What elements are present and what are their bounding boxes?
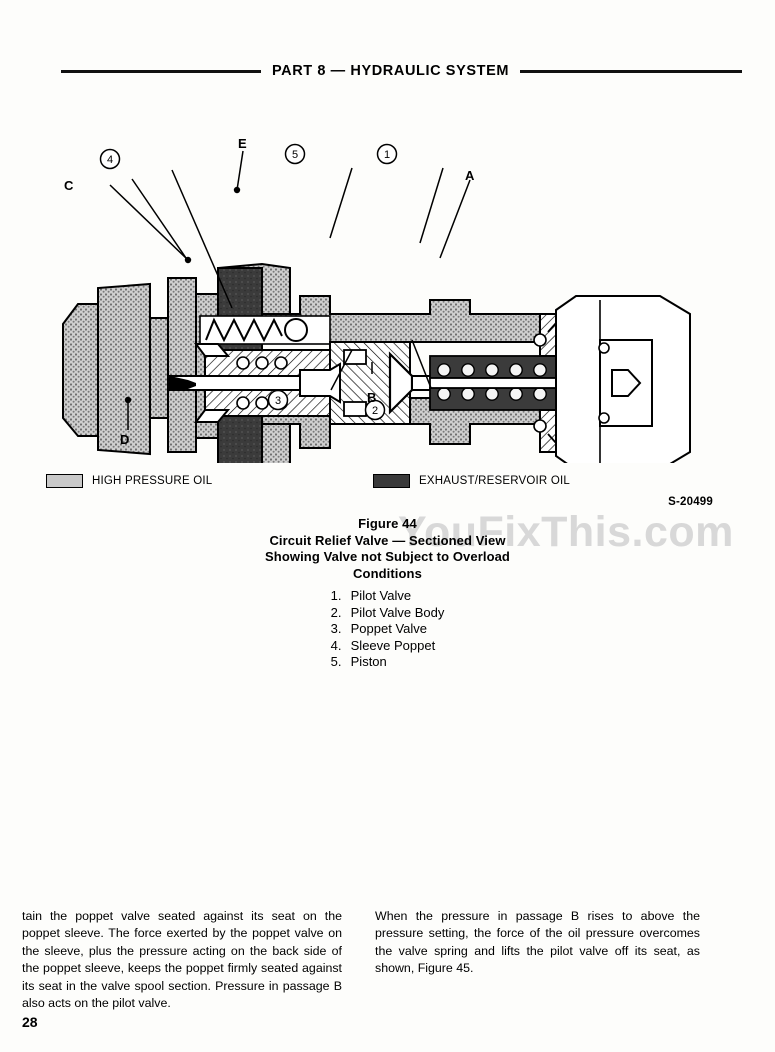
caption-line-1: Figure 44 [358, 516, 417, 531]
callout-1-text: 1 [384, 149, 390, 161]
page-title: PART 8 — HYDRAULIC SYSTEM [271, 62, 510, 79]
part-number: 4. [330, 637, 342, 653]
callout-circle-2: 2 [364, 399, 386, 421]
callout-a-text: A [465, 168, 475, 183]
exhaust-oil-label: EXHAUST/RESERVOIR OIL [419, 475, 570, 487]
callout-circle-4: 4 [99, 148, 121, 170]
high-pressure-oil-label: HIGH PRESSURE OIL [92, 475, 213, 487]
caption-line-2: Circuit Relief Valve — Sectioned View [269, 532, 506, 548]
caption-line-4: Conditions [353, 565, 422, 581]
callout-5-text: 5 [292, 149, 298, 161]
callout-circle-1: 1 [376, 143, 398, 165]
callout-2-text: 2 [372, 405, 378, 417]
list-item: 4. Sleeve Poppet [331, 638, 445, 655]
adjuster-cap [533, 295, 691, 463]
part-label: Pilot Valve [350, 588, 412, 603]
header-rule-right [520, 69, 743, 73]
sectioned-metal [169, 341, 471, 425]
upper-spring-chamber [199, 315, 331, 345]
part-label: Pilot Valve Body [350, 604, 445, 620]
header-rule-left [60, 69, 261, 73]
callout-circles: 4 5 1 3 2 [99, 143, 398, 421]
callout-b-text: B [367, 390, 376, 405]
page-number: 28 [22, 1014, 38, 1030]
figure-code: S-20499 [668, 496, 713, 508]
page-header: PART 8 — HYDRAULIC SYSTEM [0, 58, 775, 84]
body-column-right: When the pressure in passage B rises to … [375, 908, 700, 1012]
high-pressure-oil-swatch [46, 474, 83, 488]
figure-legend: HIGH PRESSURE OIL EXHAUST/RESERVOIR OIL [0, 470, 775, 492]
callout-4-text: 4 [107, 154, 113, 166]
legend-item-high-pressure: HIGH PRESSURE OIL [46, 470, 212, 492]
figure-caption: Figure 44 Circuit Relief Valve — Section… [0, 516, 775, 582]
callout-3-text: 3 [275, 395, 281, 407]
figure-parts-list: 1. Pilot Valve 2. Pilot Valve Body 3. Po… [0, 588, 775, 671]
list-item: 2. Pilot Valve Body [331, 605, 445, 622]
figure-illustration: 4 5 1 3 2 [0, 118, 775, 463]
exhaust-oil-swatch [373, 474, 410, 488]
body-column-left: tain the poppet valve seated against its… [22, 908, 342, 1012]
part-number: 3. [330, 621, 342, 636]
part-number: 5. [330, 654, 342, 669]
body-text: tain the poppet valve seated against its… [0, 908, 775, 1012]
list-item: 3. Poppet Valve [331, 621, 445, 638]
legend-item-exhaust: EXHAUST/RESERVOIR OIL [373, 470, 570, 492]
part-number: 1. [330, 588, 342, 603]
callout-c-text: C [64, 178, 74, 193]
callout-letters: C E A B D [64, 136, 475, 447]
part-label: Sleeve Poppet [350, 637, 436, 653]
callout-dots [124, 186, 241, 404]
caption-line-3: Showing Valve not Subject to Overload [265, 549, 510, 565]
callout-e-text: E [238, 136, 247, 151]
list-item: 1. Pilot Valve [331, 588, 445, 605]
callout-circle-5: 5 [284, 143, 306, 165]
list-item: 5. Piston [331, 654, 445, 671]
part-number: 2. [330, 604, 342, 620]
callout-circle-3: 3 [267, 389, 289, 411]
callout-d-text: D [120, 432, 129, 447]
circuit-relief-valve-diagram: 4 5 1 3 2 [62, 136, 691, 463]
part-label: Poppet Valve [350, 621, 428, 636]
body-paragraph-left: tain the poppet valve seated against its… [22, 909, 342, 1011]
part-label: Piston [350, 654, 387, 669]
body-paragraph-right: When the pressure in passage B rises to … [375, 909, 700, 976]
callout-leaders [109, 150, 471, 430]
